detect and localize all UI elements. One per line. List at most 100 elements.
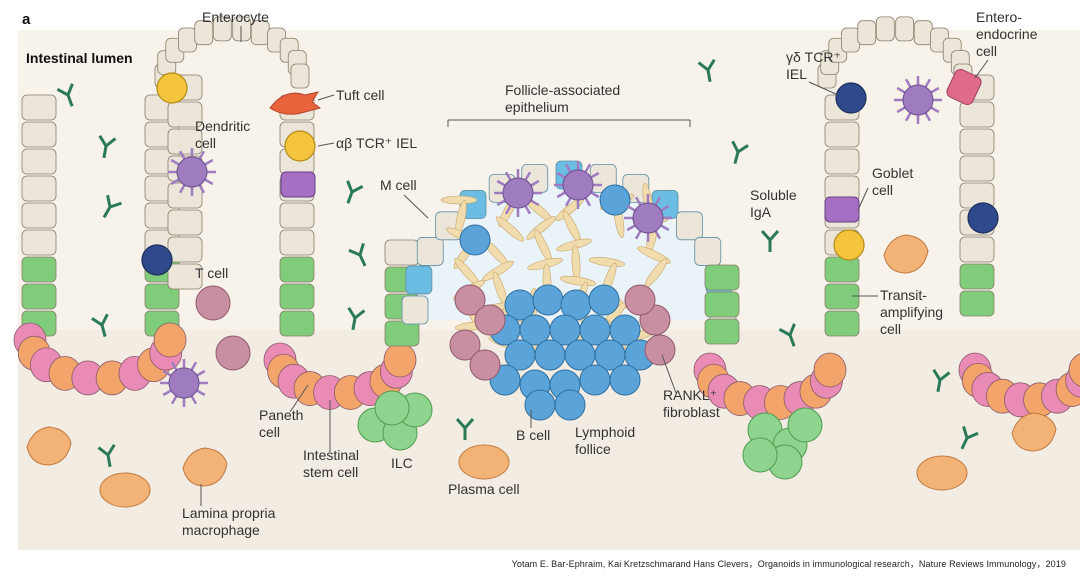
antibody-arm (91, 317, 103, 327)
antibody-stem (102, 206, 112, 219)
villus-top-cell (178, 27, 197, 53)
leader-lines (200, 26, 989, 506)
fae-cell (405, 265, 433, 295)
antibody-stem (346, 191, 354, 204)
iga-antibody (347, 306, 366, 331)
rankl-fibroblast (440, 195, 478, 205)
iga-antibody (56, 83, 74, 107)
label-transit-2: amplifying (880, 304, 943, 320)
iga-antibody (760, 230, 780, 252)
label-t-cell: T cell (195, 265, 228, 281)
t-cell (195, 285, 231, 321)
antibody-stem (100, 324, 107, 337)
macrophage (182, 447, 228, 487)
villus-top-cell (841, 27, 860, 53)
crypt-cell (383, 342, 417, 378)
epithelial-cell (959, 263, 995, 290)
fae-cell (694, 237, 722, 266)
macrophage (883, 234, 929, 274)
b-cell (459, 224, 491, 256)
rankl-fibroblast (637, 246, 671, 264)
b-cell (579, 364, 611, 396)
epithelial-cell (167, 128, 203, 155)
villus-top-cell (895, 16, 915, 42)
antibody-stem (351, 317, 357, 331)
villus-top-cell (212, 16, 232, 42)
label-enteroendocrine-2: endocrine (976, 26, 1038, 42)
crypt-cell (153, 322, 187, 358)
villus-top-cell (913, 20, 933, 46)
t-cell (449, 329, 481, 361)
epithelial-cell (959, 155, 995, 182)
antibody-arm (346, 180, 354, 193)
antibody-arm (348, 248, 361, 257)
label-ilc: ILC (391, 455, 413, 471)
label-soluble-iga-1: Soluble (750, 187, 797, 203)
epithelial-cell (824, 310, 860, 337)
antibody-arm (731, 140, 740, 153)
crypt-cell (1068, 353, 1080, 387)
epithelial-cell (21, 229, 57, 256)
plasma-cell (458, 444, 510, 480)
epithelial-cell (704, 291, 740, 318)
iga-antibody (960, 426, 979, 450)
ab-tcr-iel (833, 229, 865, 261)
label-rankl-2: fibroblast (663, 404, 720, 420)
epithelial-cell (21, 202, 57, 229)
dendritic-cell (554, 161, 602, 209)
t-cell (644, 334, 676, 366)
macrophage (1011, 412, 1057, 452)
b-cell (554, 389, 586, 421)
antibody-arm (100, 313, 109, 326)
epithelial-cell (21, 256, 57, 283)
label-tuft-cell: Tuft cell (336, 87, 385, 103)
b-cell (609, 314, 641, 346)
label-macrophage-2: macrophage (182, 522, 260, 538)
antibody-stem (960, 437, 969, 450)
epithelial-cell (824, 256, 860, 283)
label-paneth-2: cell (259, 424, 280, 440)
iga-antibody (98, 134, 117, 159)
gd-tcr-iel (141, 244, 173, 276)
antibody-arm (351, 184, 364, 194)
t-cell (624, 284, 656, 316)
iga-antibody (91, 313, 109, 337)
label-m-cell: M cell (380, 177, 417, 193)
b-cell (524, 389, 556, 421)
antibody-arm (966, 431, 979, 440)
epithelial-cell (384, 239, 420, 266)
antibody-arm (760, 230, 772, 241)
antibody-arm (106, 443, 116, 456)
antibody-stem (358, 254, 367, 267)
antibody-arm (932, 368, 942, 381)
dendritic-cell (160, 359, 208, 407)
epithelial-cell (704, 318, 740, 345)
label-rankl-1: RANKL⁺ (663, 387, 717, 403)
plasma-cell (99, 472, 151, 508)
iga-antibody (455, 418, 475, 440)
epithelial-cell (959, 101, 995, 128)
villus-top-cell (194, 20, 214, 46)
t-cell (474, 304, 506, 336)
antibody-arm (98, 134, 108, 147)
antibody-arm (358, 243, 365, 256)
antibody-arm (768, 230, 780, 241)
epithelial-cell (824, 148, 860, 175)
label-enterocyte: Enterocyte (202, 9, 269, 25)
epithelial-cell (824, 121, 860, 148)
enteroendocrine-cell (946, 68, 982, 106)
antibody-arm (105, 137, 117, 148)
label-intestinal-lumen: Intestinal lumen (26, 50, 133, 66)
dendritic-cell (894, 76, 942, 124)
epithelial-cell (144, 283, 180, 310)
dendritic-cell (168, 148, 216, 196)
epithelial-cell (959, 236, 995, 263)
goblet-cell (280, 171, 316, 198)
antibody-arm (109, 201, 122, 209)
antibody-arm (97, 446, 109, 457)
iga-antibody (348, 243, 367, 267)
label-fae-1: Follicle-associated (505, 82, 620, 98)
b-cell (532, 284, 564, 316)
